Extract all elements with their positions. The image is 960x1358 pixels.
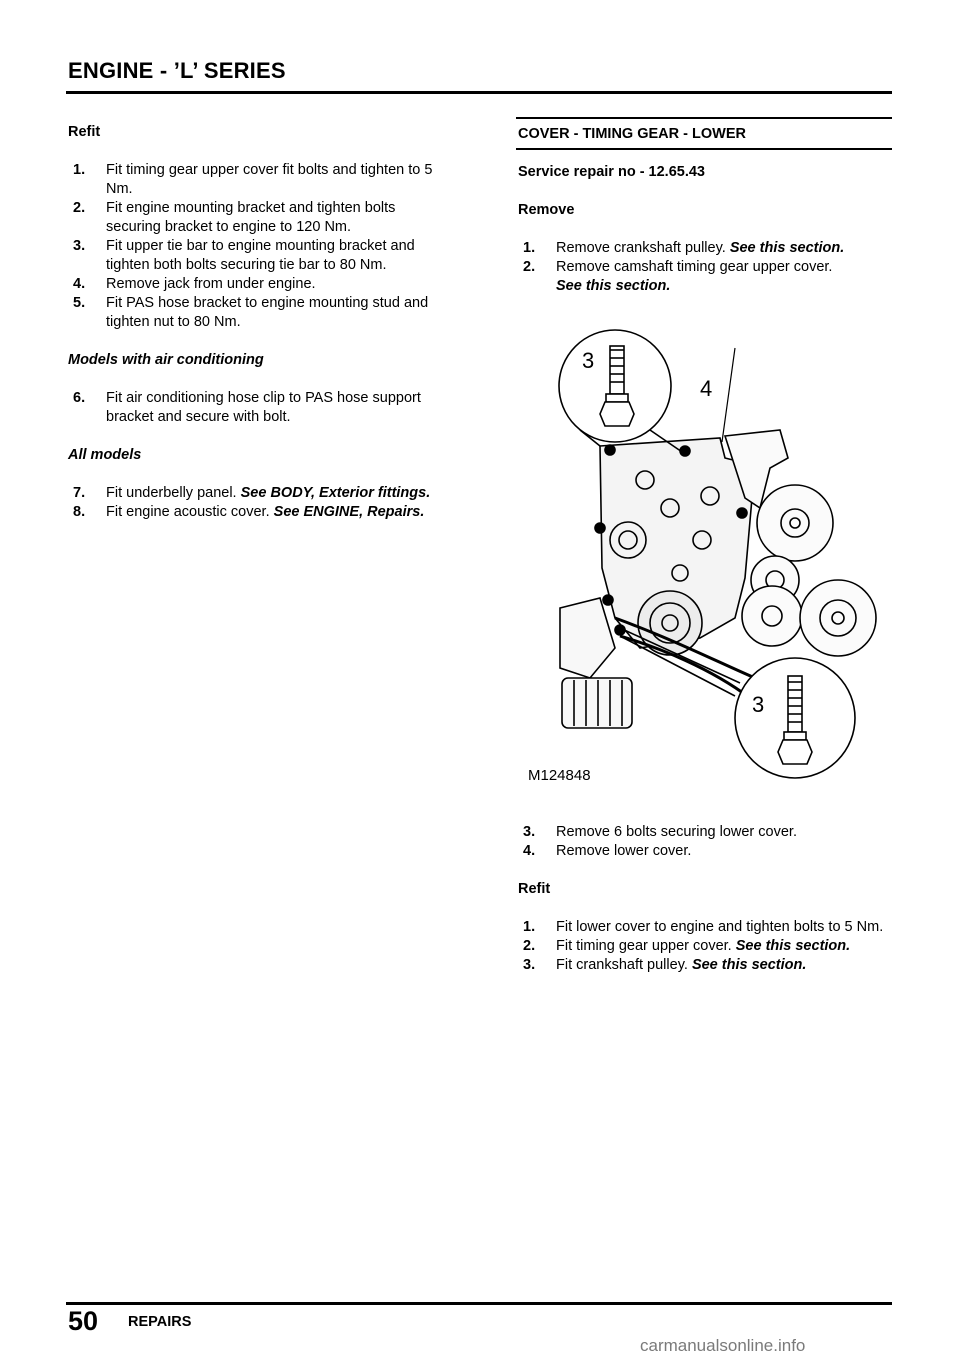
list-item: 6.Fit air conditioning hose clip to PAS …: [73, 390, 421, 425]
list-item: 7.Fit underbelly panel. See BODY, Exteri…: [73, 485, 431, 501]
figure-id: M124848: [528, 767, 591, 784]
header-rule: [66, 91, 892, 94]
footer-rule: [66, 1302, 892, 1305]
callout-label: 4: [700, 376, 712, 401]
list-item: 3.Fit crankshaft pulley. See this sectio…: [523, 957, 807, 973]
page-number: 50: [68, 1306, 99, 1336]
timing-cover-illustration: 3 4 3 M124848: [520, 318, 890, 798]
page-header-title: ENGINE - ’L’ SERIES: [68, 58, 286, 83]
section-rule-top: [516, 117, 892, 119]
service-repair-number: Service repair no - 12.65.43: [518, 164, 705, 180]
list-item: 1.Fit timing gear upper cover fit bolts …: [73, 162, 433, 197]
cross-reference-link[interactable]: See BODY, Exterior fittings.: [240, 485, 431, 501]
ac-heading: Models with air conditioning: [68, 352, 264, 368]
section-rule-bottom: [516, 148, 892, 150]
refit-heading: Refit: [518, 881, 551, 897]
refit-heading: Refit: [68, 124, 101, 140]
left-column: Refit 1.Fit timing gear upper cover fit …: [68, 123, 448, 522]
all-models-heading: All models: [68, 447, 142, 463]
list-item: 8.Fit engine acoustic cover. See ENGINE,…: [73, 504, 425, 520]
right-column-lower: 3.Remove 6 bolts securing lower cover. 4…: [518, 823, 892, 975]
cross-reference-link[interactable]: See ENGINE, Repairs.: [273, 504, 425, 520]
refit-list: 1.Fit timing gear upper cover fit bolts …: [68, 161, 448, 332]
list-item: 1.Remove crankshaft pulley. See this sec…: [523, 240, 845, 256]
list-item: 4.Remove jack from under engine.: [73, 276, 316, 292]
callout-label: 3: [582, 348, 594, 373]
remove-heading: Remove: [518, 202, 575, 218]
list-item: 2.Fit engine mounting bracket and tighte…: [73, 200, 396, 235]
list-item: 2.Fit timing gear upper cover. See this …: [523, 938, 851, 954]
list-item: 3.Remove 6 bolts securing lower cover.: [523, 824, 797, 840]
watermark: carmanualsonline.info: [640, 1336, 806, 1355]
cross-reference-link[interactable]: See this section.: [691, 957, 807, 973]
callout-label: 3: [752, 692, 764, 717]
list-item: 2.Remove camshaft timing gear upper cove…: [523, 259, 833, 294]
engine-diagram: 3 4 3 M124848: [528, 329, 877, 784]
cross-reference-link[interactable]: See this section.: [735, 938, 851, 954]
right-column-body: Service repair no - 12.65.43 Remove 1.Re…: [518, 163, 892, 296]
cross-reference-link[interactable]: See this section.: [729, 240, 845, 256]
right-column: COVER - TIMING GEAR - LOWER: [518, 125, 892, 144]
list-item: 4.Remove lower cover.: [523, 843, 692, 859]
list-item: 5.Fit PAS hose bracket to engine mountin…: [73, 295, 429, 330]
list-item: 3.Fit upper tie bar to engine mounting b…: [73, 238, 415, 273]
list-item: 1.Fit lower cover to engine and tighten …: [523, 919, 884, 935]
footer-section-label: REPAIRS: [128, 1314, 192, 1330]
cross-reference-link[interactable]: See this section.: [556, 278, 671, 294]
section-title: COVER - TIMING GEAR - LOWER: [518, 126, 746, 142]
